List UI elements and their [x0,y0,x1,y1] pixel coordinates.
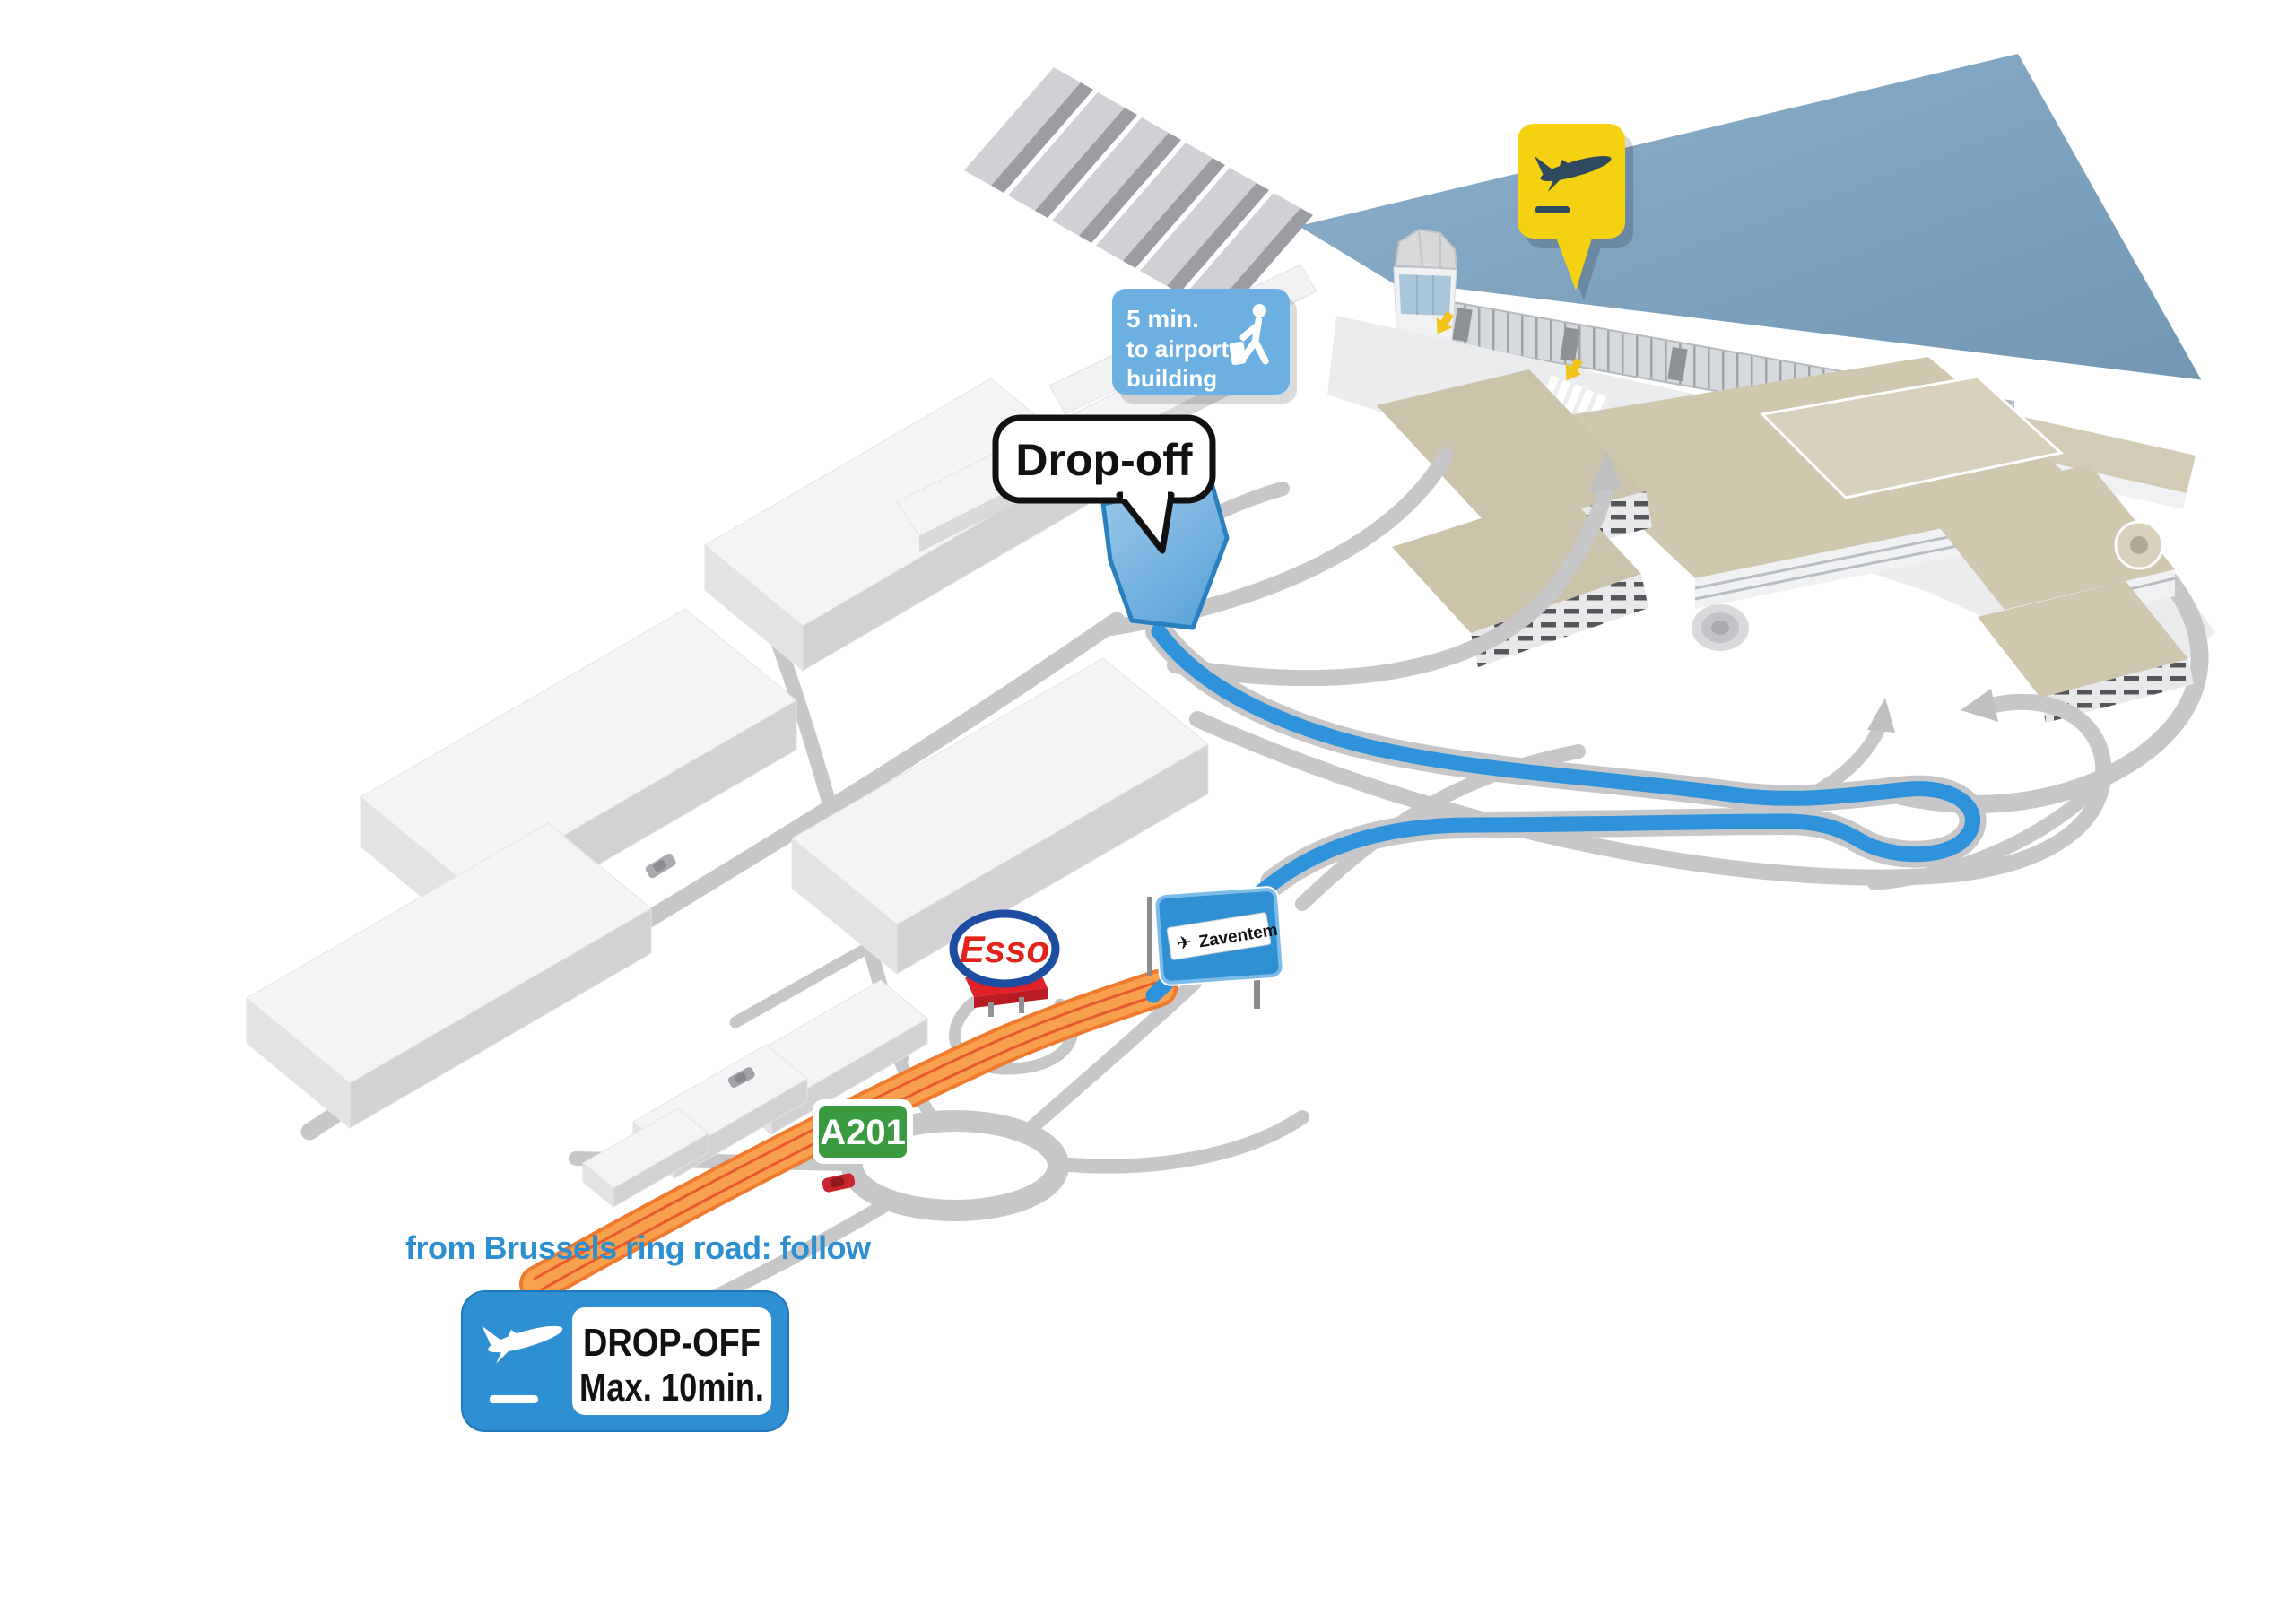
terminal-door [1560,326,1580,362]
esso-station: Esso [949,909,1060,1017]
walker-icon [1229,303,1269,365]
walk-time-line1: 5 min. [1126,305,1199,333]
zaventem-sign: ✈ Zaventem [1147,886,1284,1009]
entrance-arrow-icon [1436,311,1454,334]
walk-time-line3: building [1126,365,1217,392]
terminal-roof [1299,54,2205,386]
instruction-text: from Brussels ring road: follow [405,1229,872,1266]
entrance-arrow-icon [1565,358,1583,381]
car [645,853,676,879]
drop-off-sign: DROP-OFF Max. 10min. [461,1290,789,1432]
departures-callout [1518,124,1633,300]
warehouse [246,822,652,1130]
road-arrow-icon [1590,451,1622,492]
warehouse-small [582,1107,709,1209]
airplane-side-icon: ✈ [1175,933,1193,954]
road-arrow-icon [1961,689,1998,722]
esso-brand-text: Esso [960,928,1049,970]
parking-garage [1392,491,1648,667]
terminal-door [1452,307,1473,343]
terminal-fascia [1399,282,2205,393]
spiral-ramp [1692,604,1749,651]
drop-off-callout: Drop-off [992,414,1216,554]
a201-highway [519,969,1178,1303]
drop-off-sign-line2: Max. 10min. [579,1366,764,1410]
walk-time-callout: 5 min. to airport building [1112,289,1297,404]
drop-off-label: Drop-off [1015,435,1192,485]
tower-glass [1399,274,1451,316]
car [727,1067,755,1088]
roundabout [841,1110,1069,1221]
a201-sign: A201 [813,1099,913,1164]
car-red [822,1173,856,1193]
control-tower [1393,228,1458,356]
road-arrow-icon [1867,698,1895,733]
parking-garage [1978,581,2194,723]
route-line [1145,623,1981,1003]
drop-off-sign-line1: DROP-OFF [583,1321,761,1365]
parking-complex [1377,357,2194,723]
esso-logo [949,909,1060,988]
walk-time-line2: to airport [1126,335,1229,362]
terminal-door [1667,346,1688,382]
a201-label: A201 [820,1113,906,1152]
parking-upper-deck [1759,375,2065,499]
sign-post [1147,897,1152,976]
